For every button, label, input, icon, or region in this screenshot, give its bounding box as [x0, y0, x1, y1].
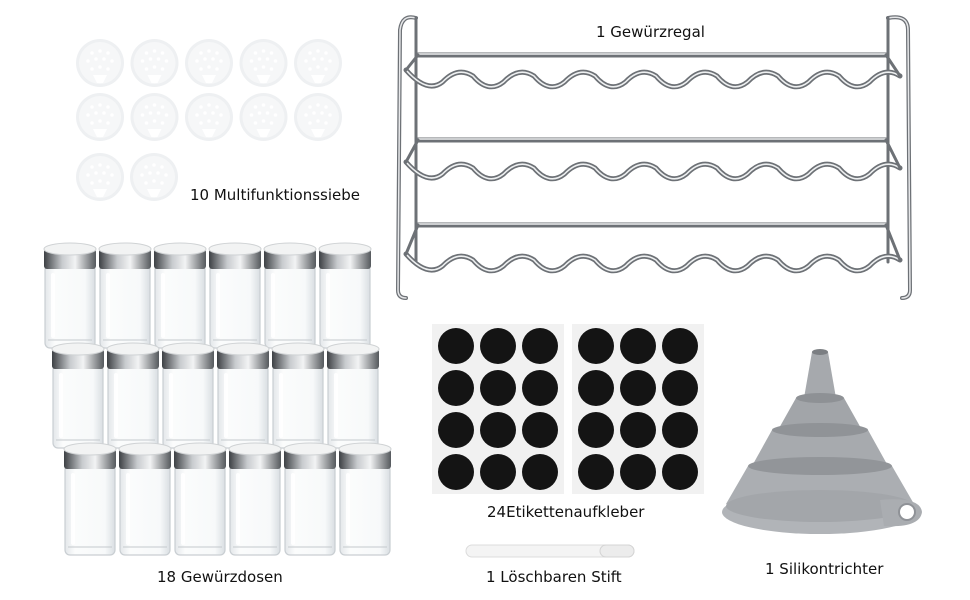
spice-jar	[106, 342, 160, 449]
sticker-label	[620, 328, 656, 364]
sticker-label	[662, 454, 698, 490]
sticker-label	[480, 454, 516, 490]
sticker-label	[578, 328, 614, 364]
sticker-label	[578, 454, 614, 490]
sticker-label	[438, 412, 474, 448]
jars-caption: 18 Gewürzdosen	[157, 568, 283, 586]
sieve-cap	[185, 39, 233, 87]
spice-jar	[318, 242, 372, 349]
spice-jar	[271, 342, 325, 449]
sieve-cap	[294, 39, 342, 87]
spice-jar	[208, 242, 262, 349]
spice-jar	[338, 442, 392, 556]
spice-jar	[228, 442, 282, 556]
sticker-label	[578, 370, 614, 406]
rack-tier	[403, 222, 903, 274]
sticker-label	[662, 328, 698, 364]
sieve-cap	[130, 39, 179, 87]
rack-caption: 1 Gewürzregal	[596, 23, 705, 41]
sticker-label	[662, 412, 698, 448]
sticker-label	[438, 370, 474, 406]
sieve-cap	[239, 39, 288, 87]
sticker-label	[438, 454, 474, 490]
sticker-label	[522, 328, 558, 364]
spice-jar	[63, 442, 117, 556]
sieve-cap	[239, 93, 288, 141]
sticker-label	[578, 412, 614, 448]
stickers-caption: 24Etikettenaufkleber	[487, 503, 645, 521]
spice-jar	[153, 242, 207, 349]
sticker-label	[522, 370, 558, 406]
sticker-label	[662, 370, 698, 406]
sticker-label	[522, 412, 558, 448]
spice-jar	[98, 242, 152, 349]
sticker-label	[620, 412, 656, 448]
pen-caption: 1 Löschbaren Stift	[486, 568, 622, 586]
sieve-cap	[76, 93, 124, 141]
sticker-label	[480, 328, 516, 364]
spice-jar	[118, 442, 172, 556]
sticker-label	[438, 328, 474, 364]
sticker-label	[620, 454, 656, 490]
spice-jar	[43, 242, 97, 349]
sieve-cap	[294, 93, 342, 141]
sticker-label	[620, 370, 656, 406]
sticker-sheet	[432, 324, 564, 494]
spice-jar	[283, 442, 337, 556]
sticker-label	[522, 454, 558, 490]
spice-jar	[263, 242, 317, 349]
spice-jar	[51, 342, 105, 449]
sieve-cap	[130, 93, 179, 141]
spice-jar	[326, 342, 380, 449]
sieve-cap	[76, 39, 124, 87]
sticker-label	[480, 412, 516, 448]
rack-tier	[403, 137, 903, 182]
spice-jar	[173, 442, 227, 556]
sieve-cap	[185, 93, 233, 141]
rack-tier	[403, 52, 903, 90]
sieve-cap	[76, 153, 124, 201]
sticker-sheet	[572, 324, 704, 494]
sieves-caption: 10 Multifunktionssiebe	[190, 186, 361, 204]
sieve-cap	[130, 153, 178, 201]
spice-jar	[216, 342, 270, 449]
sticker-label	[480, 370, 516, 406]
funnel-caption: 1 Silikontrichter	[765, 560, 884, 578]
